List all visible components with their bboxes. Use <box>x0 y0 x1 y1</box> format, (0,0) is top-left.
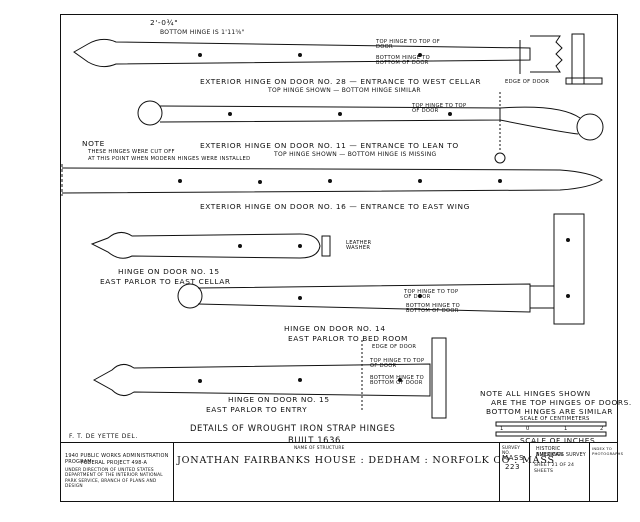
top-hinge-note-4: TOP HINGE TO TOP OF DOOR <box>370 358 425 370</box>
hinge-5-leaf <box>553 213 585 325</box>
structure-name: JONATHAN FAIRBANKS HOUSE : DEDHAM : NORF… <box>177 455 555 466</box>
index-cell: INDEX TO PHOTOGRAPHS <box>589 443 624 502</box>
dimension-bottom: BOTTOM HINGE IS 1'11⅝" <box>160 29 245 36</box>
scale-tick-2: 0 <box>526 426 530 432</box>
bottom-hinge-note-3: BOTTOM HINGE TO BOTTOM OF DOOR <box>406 303 461 315</box>
survey-number: 223 <box>505 463 521 471</box>
name-of-structure-label: NAME OF STRUCTURE <box>294 446 345 451</box>
drawing-sheet-border <box>60 14 618 502</box>
habs-line-1: HISTORIC AMERICAN <box>536 447 564 458</box>
hinge-4-caption-2: EAST PARLOR TO EAST CELLAR <box>100 277 231 286</box>
structure-cell: NAME OF STRUCTURE JONATHAN FAIRBANKS HOU… <box>173 443 554 502</box>
survey-cell: SURVEY NO. MASS. 223 <box>499 443 529 502</box>
hinge-1-subcaption: TOP HINGE SHOWN — BOTTOM HINGE SIMILAR <box>268 87 421 94</box>
scale-tick-4: 2 <box>600 426 604 432</box>
scale-inches-label: SCALE OF INCHES <box>520 436 596 445</box>
index-label: INDEX TO PHOTOGRAPHS <box>592 446 624 456</box>
project-cell: 1940 PUBLIC WORKS ADMINISTRATION PROGRAM… <box>61 443 173 502</box>
habs-cell: HISTORIC AMERICAN BUILDINGS SURVEY SHEET… <box>529 443 589 502</box>
project-small: UNDER DIRECTION OF UNITED STATES DEPARTM… <box>65 468 163 490</box>
note-2-line-3: BOTTOM HINGES ARE SIMILAR <box>486 407 614 416</box>
hinge-5-terminal <box>177 283 203 309</box>
hinge-2-caption: EXTERIOR HINGE ON DOOR NO. 11 — ENTRANCE… <box>200 141 459 150</box>
leather-washer-label: LEATHER WASHER <box>346 240 372 252</box>
hinge-2-terminal <box>137 100 163 126</box>
scale-bar-in <box>495 431 607 437</box>
scale-tick-3: 1 <box>564 426 568 432</box>
hinge-3-caption: EXTERIOR HINGE ON DOOR NO. 16 — ENTRANCE… <box>200 202 470 211</box>
bottom-hinge-note-4: BOTTOM HINGE TO BOTTOM OF DOOR <box>370 375 425 387</box>
title-block: F. T. DE YETTE DEL. 1940 PUBLIC WORKS AD… <box>61 434 624 502</box>
hinge-3-strap <box>61 167 603 194</box>
bottom-hinge-note-1: BOTTOM HINGE TO BOTTOM OF DOOR <box>376 55 431 67</box>
hinge-4-washer <box>321 235 331 257</box>
note-text-1: THESE HINGES WERE CUT OFF <box>88 149 175 155</box>
project-line-1: 1940 PUBLIC WORKS ADMINISTRATION PROGRAM <box>65 453 169 466</box>
survey-label: SURVEY NO. <box>502 446 521 457</box>
scale-tick-1: 1 <box>500 426 504 432</box>
top-hinge-note-3: TOP HINGE TO TOP OF DOOR <box>404 289 459 301</box>
hinge-6-pintle <box>431 337 447 419</box>
hinge-1-pintle <box>571 33 585 85</box>
hinge-6-caption-1: HINGE ON DOOR NO. 15 <box>228 395 330 404</box>
hinge-1-strap <box>73 38 531 68</box>
top-hinge-note-2: TOP HINGE TO TOP OF DOOR <box>412 103 467 115</box>
hinge-1-caption: EXTERIOR HINGE ON DOOR NO. 28 — ENTRANCE… <box>200 77 482 86</box>
hinge-5-strap <box>197 283 531 313</box>
scale-centimeters-label: SCALE OF CENTIMETERS <box>520 416 590 422</box>
hinge-5-caption-1: HINGE ON DOOR NO. 14 <box>284 324 386 333</box>
edge-of-door-label-1: EDGE OF DOOR <box>505 79 550 85</box>
habs-line-2: BUILDINGS SURVEY <box>536 453 586 458</box>
edge-of-door-label-2: EDGE OF DOOR <box>372 344 417 350</box>
built-date: BUILT 1636 <box>288 435 341 445</box>
dimension-top: 2'-0¾" <box>150 18 179 27</box>
drawing-title: DETAILS OF WROUGHT IRON STRAP HINGES <box>190 423 396 433</box>
survey-state: MASS. <box>502 454 527 462</box>
top-hinge-note-1: TOP HINGE TO TOP OF DOOR <box>376 39 440 51</box>
note-2-line-2: ARE THE TOP HINGES OF DOORS. <box>491 398 632 407</box>
sheet-number: SHEET 21 OF 24 SHEETS <box>534 463 575 474</box>
note-2-line-1: NOTE ALL HINGES SHOWN <box>480 389 591 398</box>
project-line-2: FEDERAL PROJECT 498-A <box>81 460 148 466</box>
scale-bar-cm <box>495 421 607 427</box>
note-text-2: AT THIS POINT WHEN MODERN HINGES WERE IN… <box>88 156 251 162</box>
hinge-4-caption-1: HINGE ON DOOR NO. 15 <box>118 267 220 276</box>
hinge-5-caption-2: EAST PARLOR TO BED ROOM <box>288 334 409 343</box>
hinge-2-pintle-eye <box>576 113 604 141</box>
hinge-6-caption-2: EAST PARLOR TO ENTRY <box>206 405 308 414</box>
hinge-2-subcaption: TOP HINGE SHOWN — BOTTOM HINGE IS MISSIN… <box>274 151 437 158</box>
note-heading: NOTE <box>82 139 105 148</box>
hinge-4-strap <box>90 232 321 259</box>
delineator: F. T. DE YETTE DEL. <box>69 433 138 440</box>
hinge-6-strap <box>92 363 431 397</box>
